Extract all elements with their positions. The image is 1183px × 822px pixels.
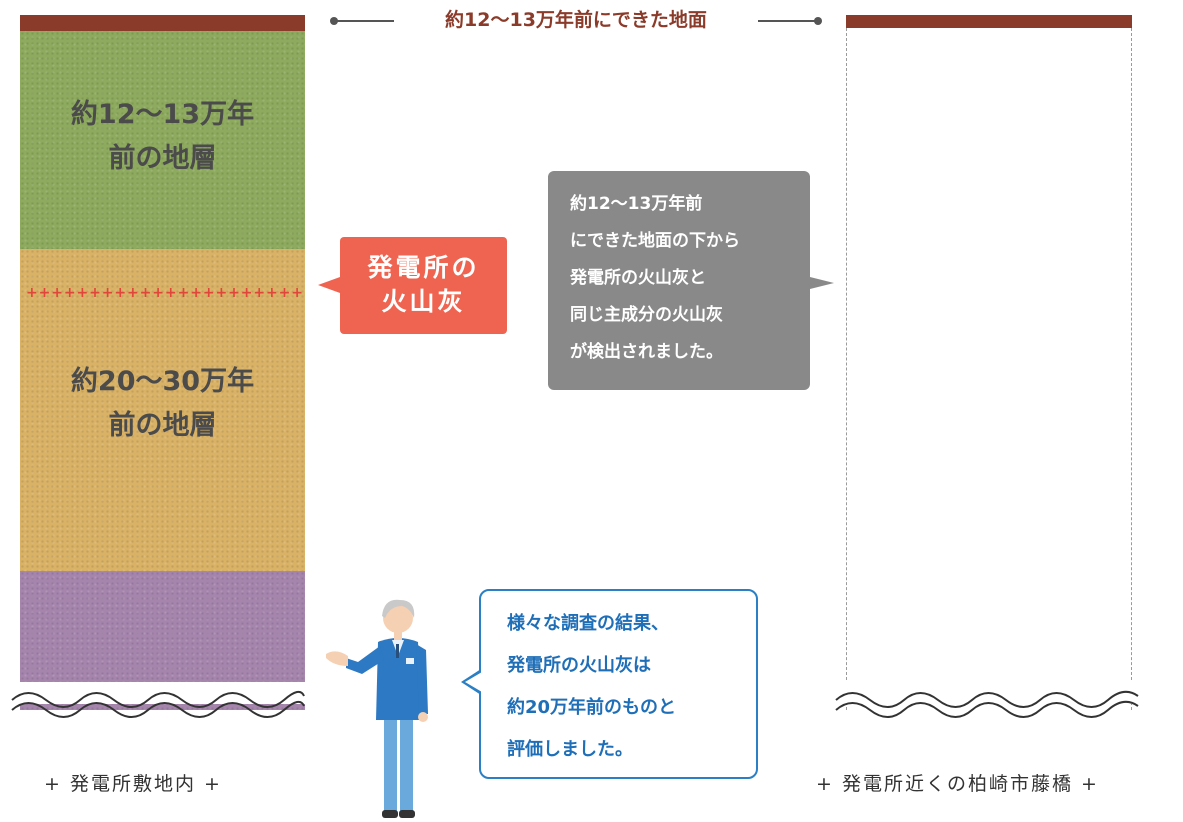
detection-line4: 同じ主成分の火山灰 [570, 305, 723, 325]
speech-line3: 約20万年前のものと [507, 697, 677, 718]
callout-pointer [318, 277, 340, 293]
fujihashi-topsoil [846, 15, 1132, 28]
ash-callout-line1: 発電所の [367, 253, 480, 282]
upper-stratum [20, 31, 305, 249]
lower-stratum-label-line2: 前の地層 [108, 410, 217, 441]
speech-line4: 評価しました。 [507, 739, 633, 760]
wave-break-icon [835, 682, 1139, 718]
detection-line3: 発電所の火山灰と [570, 268, 706, 288]
ground-surface-label: 約12〜13万年前にできた地面 [330, 6, 822, 34]
ground-line-right-dot [814, 17, 822, 25]
fujihashi-column [846, 15, 1132, 710]
callout-pointer [810, 277, 834, 289]
upper-stratum-label-line1: 約12〜13万年 [70, 99, 255, 130]
ground-line-right [758, 20, 818, 22]
upper-stratum-label-line2: 前の地層 [108, 143, 217, 174]
detection-line1: 約12〜13万年前 [570, 194, 703, 214]
fujihashi-column-outline [846, 28, 1132, 710]
researcher-speech-bubble: 様々な調査の結果、 発電所の火山灰は 約20万年前のものと 評価しました。 [461, 589, 758, 779]
ground-surface-text: 約12〜13万年前にできた地面 [445, 9, 707, 31]
volcanic-ash-marker: +++++++++++++++++++++++++ [26, 285, 305, 301]
lower-stratum-label-line1: 約20〜30万年 [70, 366, 255, 397]
topsoil-layer [20, 15, 305, 31]
speech-line1: 様々な調査の結果、 [507, 613, 669, 634]
researcher-figure [326, 599, 428, 818]
detection-line2: にできた地面の下から [570, 231, 740, 251]
lower-stratum [20, 249, 305, 571]
detection-callout: 約12〜13万年前 にできた地面の下から 発電所の火山灰と 同じ主成分の火山灰 … [548, 171, 834, 390]
site-caption: + 発電所敷地内 + [44, 773, 222, 795]
ash-callout-line2: 火山灰 [381, 287, 466, 316]
volcanic-ash-callout: 発電所の 火山灰 [318, 237, 507, 334]
ground-line-left [334, 20, 394, 22]
detection-line5: が検出されました。 [570, 342, 723, 362]
site-strata-column: 約12〜13万年 前の地層 +++++++++++++++++++++++++ … [20, 15, 305, 710]
speech-line2: 発電所の火山灰は [507, 655, 651, 676]
fujihashi-caption: + 発電所近くの柏崎市藤橋 + [816, 773, 1099, 795]
wave-break-icon [11, 682, 305, 718]
